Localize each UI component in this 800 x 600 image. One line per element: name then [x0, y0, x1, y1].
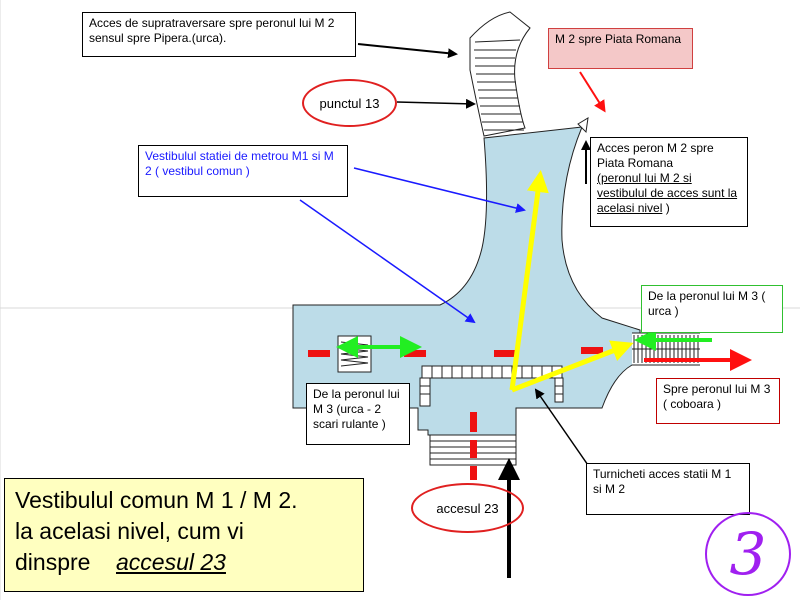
pointer-overpass	[357, 43, 458, 59]
slide-number-text: 3	[729, 520, 767, 588]
label-to-m3-text: Spre peronul lui M 3 ( coboara )	[663, 382, 771, 411]
label-acces-peron-m2: Acces peron M 2 spre Piata Romana (peron…	[590, 137, 748, 227]
label-vestibul: Vestibulul statiei de metrou M1 si M 2 (…	[138, 145, 348, 197]
label-from-m3-right-text: De la peronul lui M 3 ( urca )	[648, 289, 766, 318]
label-acces-peron-line1: Acces peron M 2 spre Piata Romana	[597, 141, 714, 170]
hall-floor	[292, 126, 641, 436]
label-m2-piata-romana: M 2 spre Piata Romana	[548, 28, 693, 69]
platform-notch	[577, 117, 589, 134]
turnstile-barrier	[419, 365, 564, 407]
pointer-m2-piata	[579, 71, 606, 113]
summary-line3-prefix: dinspre	[15, 549, 91, 575]
pointer-vestibul-2	[299, 199, 476, 324]
slide-number-badge: 3	[705, 512, 791, 596]
label-overpass-access-text: Acces de supratraversare spre peronul lu…	[89, 16, 335, 45]
label-punctul-13-text: punctul 13	[319, 95, 380, 111]
yellow-route	[509, 170, 634, 393]
label-vestibul-text: Vestibulul statiei de metrou M1 si M 2 (…	[145, 149, 334, 178]
summary-line2: la acelasi nivel, cum vi	[15, 518, 244, 544]
pointer-vestibul-1	[353, 167, 526, 213]
label-from-m3-right: De la peronul lui M 3 ( urca )	[641, 285, 783, 333]
overpass-stair	[469, 11, 531, 137]
label-accesul-23: accesul 23	[411, 483, 524, 533]
label-turnicheti-text: Turnicheti acces statii M 1 si M 2	[593, 467, 732, 496]
pointer-turnicheti	[534, 388, 591, 469]
summary-caption: Vestibulul comun M 1 / M 2. la acelasi n…	[4, 478, 364, 592]
label-from-m3-left: De la peronul lui M 3 (urca - 2 scari ru…	[306, 383, 410, 445]
label-to-m3: Spre peronul lui M 3 ( coboara )	[656, 378, 780, 424]
label-from-m3-left-text: De la peronul lui M 3 (urca - 2 scari ru…	[313, 387, 400, 431]
label-acces-peron-line2: (peronul lui M 2 si vestibulul de acces …	[597, 171, 738, 215]
left-escalator	[337, 335, 372, 373]
label-punctul-13: punctul 13	[302, 79, 397, 127]
label-overpass-access: Acces de supratraversare spre peronul lu…	[82, 12, 356, 57]
label-m2-piata-romana-text: M 2 spre Piata Romana	[555, 32, 682, 46]
summary-line1: Vestibulul comun M 1 / M 2.	[15, 487, 298, 513]
pointer-punctul	[396, 98, 476, 109]
label-turnicheti: Turnicheti acces statii M 1 si M 2	[586, 463, 750, 515]
label-accesul-23-text: accesul 23	[436, 500, 499, 516]
label-acces-peron-line3: )	[665, 201, 670, 215]
summary-line3-emph: accesul 23	[116, 549, 226, 575]
summary-line3: dinspre accesul 23	[15, 547, 353, 578]
